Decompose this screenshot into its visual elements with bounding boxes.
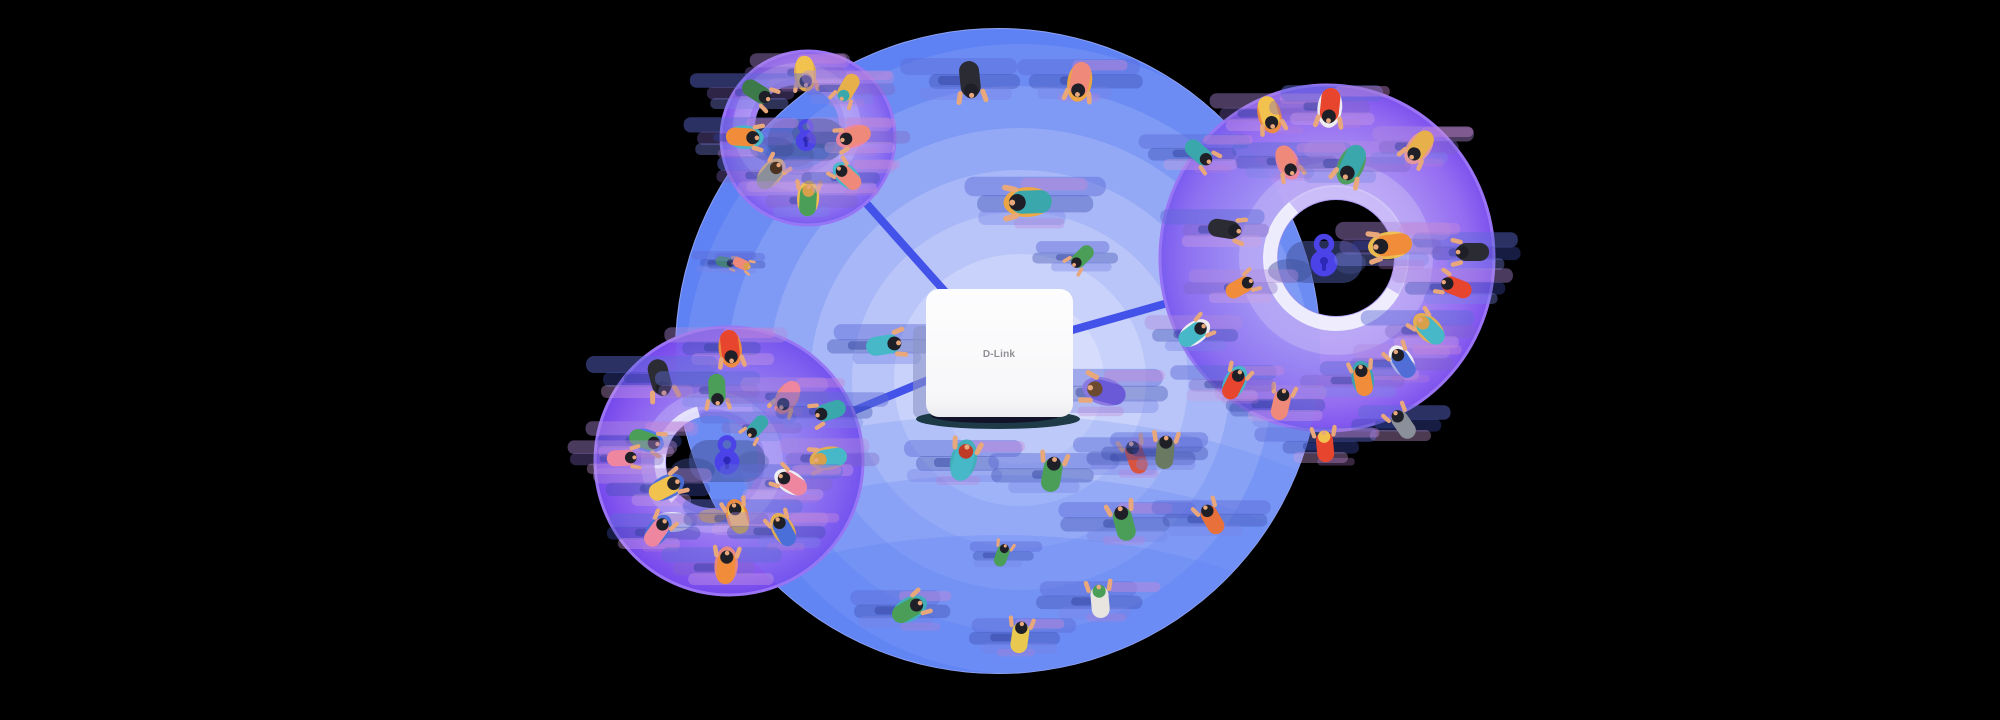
svg-text:D-Link: D-Link	[983, 349, 1016, 360]
